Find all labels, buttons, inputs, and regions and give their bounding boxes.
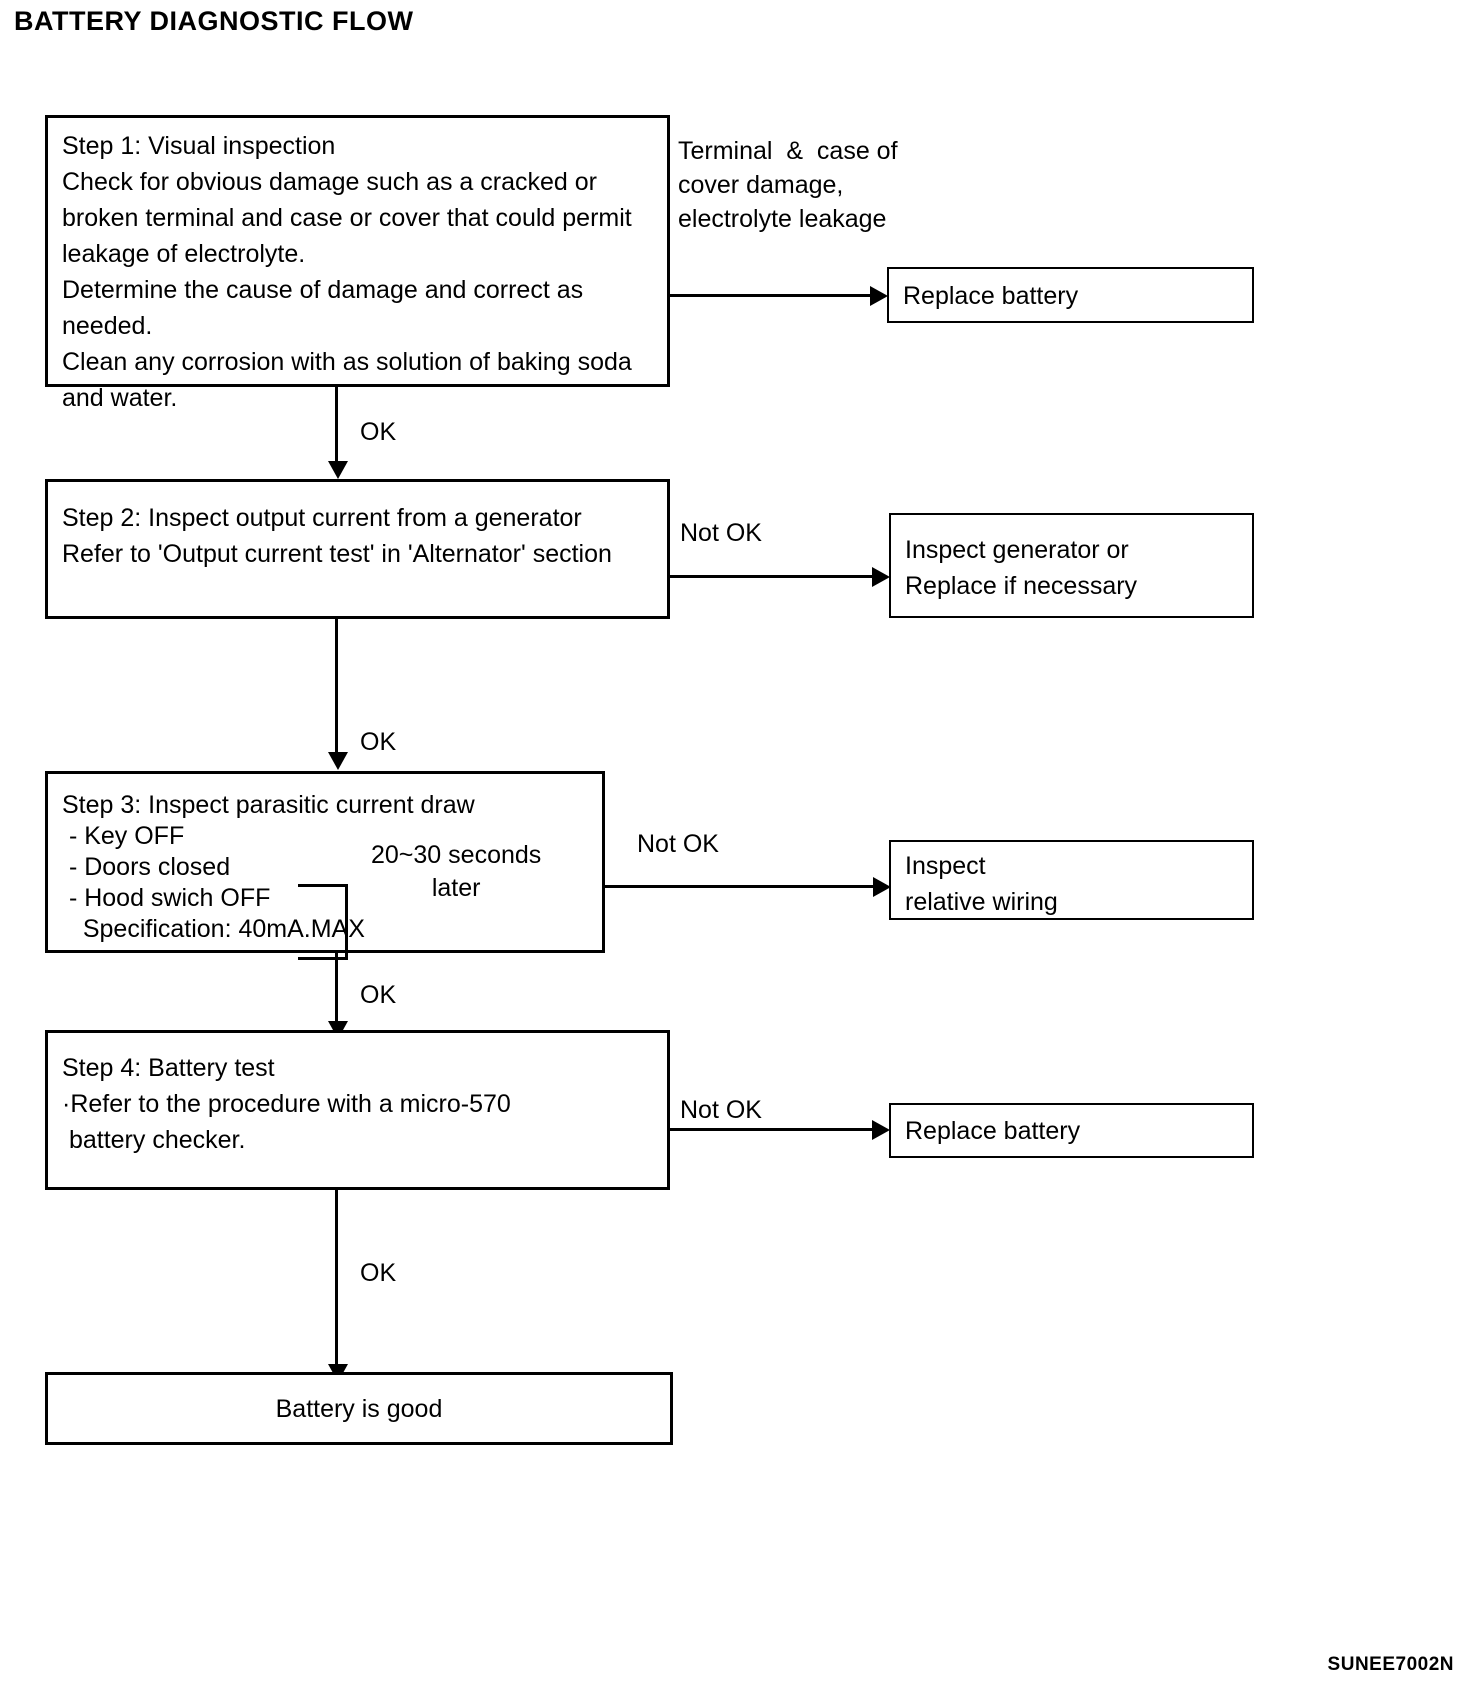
- result-3-box: Inspect relative wiring: [889, 840, 1254, 920]
- edge-label-not-ok-4: Not OK: [680, 1096, 762, 1124]
- step-3-condition-bracket: [298, 884, 348, 960]
- edge-step2-to-result2: [670, 575, 876, 578]
- edge-step4-to-result4: [670, 1128, 876, 1131]
- edge-step1-to-result1: [670, 294, 872, 297]
- step-2-box: Step 2: Inspect output current from a ge…: [45, 479, 670, 619]
- edge-step3-to-result3-arrowhead: [873, 877, 891, 897]
- edge-label-ok-4: OK: [360, 1259, 397, 1287]
- edge-step1-to-result1-arrowhead: [870, 286, 888, 306]
- footer-reference-code: SUNEE7002N: [1327, 1654, 1454, 1675]
- result-4-box: Replace battery: [889, 1103, 1254, 1158]
- edge-step3-to-result3: [605, 885, 877, 888]
- step-1-text: Step 1: Visual inspection Check for obvi…: [62, 132, 632, 412]
- result-2-text: Inspect generator or Replace if necessar…: [905, 536, 1138, 600]
- edge-label-not-ok-3: Not OK: [637, 830, 719, 858]
- edge-step2-to-step3: [335, 619, 338, 756]
- step-3-box: Step 3: Inspect parasitic current draw -…: [45, 771, 605, 953]
- edge-label-ok-1: OK: [360, 418, 397, 446]
- edge-step1-to-step2-arrowhead: [328, 461, 348, 479]
- battery-good-text: Battery is good: [275, 1395, 443, 1423]
- step-3-timing-note: 20~30 seconds later: [371, 841, 542, 902]
- edge-label-ok-2: OK: [360, 728, 397, 756]
- step-3-text: Step 3: Inspect parasitic current draw -…: [62, 791, 475, 943]
- result-4-text: Replace battery: [905, 1117, 1081, 1145]
- page-title: BATTERY DIAGNOSTIC FLOW: [14, 6, 414, 36]
- edge-step1-to-step2: [335, 387, 338, 465]
- step-4-text: Step 4: Battery test ·Refer to the proce…: [62, 1054, 511, 1154]
- edge-step2-to-step3-arrowhead: [328, 752, 348, 770]
- step-1-box: Step 1: Visual inspection Check for obvi…: [45, 115, 670, 412]
- edge-step4-to-result4-arrowhead: [872, 1120, 890, 1140]
- step-4-box: Step 4: Battery test ·Refer to the proce…: [45, 1030, 670, 1190]
- edge-step4-to-battery-good: [335, 1190, 338, 1368]
- edge-label-ok-3: OK: [360, 981, 397, 1009]
- result-1-box: Replace battery: [887, 267, 1254, 323]
- step-2-text: Step 2: Inspect output current from a ge…: [62, 504, 612, 568]
- step-1-condition-note: Terminal & case of cover damage, electro…: [678, 137, 898, 233]
- edge-label-not-ok-2: Not OK: [680, 519, 762, 547]
- result-1-text: Replace battery: [903, 282, 1079, 310]
- edge-step3-to-step4: [335, 953, 338, 1025]
- edge-step2-to-result2-arrowhead: [872, 567, 890, 587]
- result-2-box: Inspect generator or Replace if necessar…: [889, 513, 1254, 618]
- result-3-text: Inspect relative wiring: [905, 852, 1058, 916]
- battery-good-box: Battery is good: [45, 1372, 673, 1445]
